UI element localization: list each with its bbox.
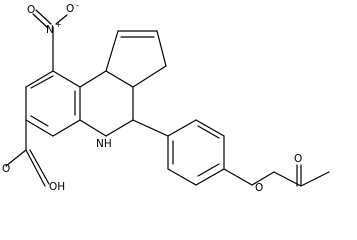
acid-oh-label: OH bbox=[49, 181, 65, 193]
cyclopentene-ring bbox=[105, 30, 167, 88]
nitro-nitrogen-label: N bbox=[46, 24, 54, 36]
acetoxy-group bbox=[223, 164, 330, 187]
nitro-oxygen-top-label: O bbox=[66, 3, 74, 15]
carboxylic-acid-group bbox=[5, 119, 50, 187]
structure-canvas: N + O - O NH OH O O O bbox=[2, 1, 330, 194]
nitro-oxygen-top-charge: - bbox=[76, 1, 79, 10]
right-aryl-ring bbox=[132, 119, 225, 186]
amine-label: NH bbox=[96, 138, 112, 150]
acid-o-label: O bbox=[2, 163, 10, 175]
carbonyl-oxygen-label: O bbox=[294, 153, 302, 165]
nitro-nitrogen-charge: + bbox=[55, 20, 62, 29]
chemical-structure-diagram: N + O - O NH OH O O O bbox=[2, 1, 330, 194]
left-aromatic-ring bbox=[25, 46, 81, 137]
nitro-group bbox=[32, 9, 68, 48]
ester-oxygen-label: O bbox=[255, 182, 263, 194]
nitro-oxygen-left-label: O bbox=[27, 4, 35, 16]
fused-nitrogen-ring bbox=[79, 70, 134, 137]
